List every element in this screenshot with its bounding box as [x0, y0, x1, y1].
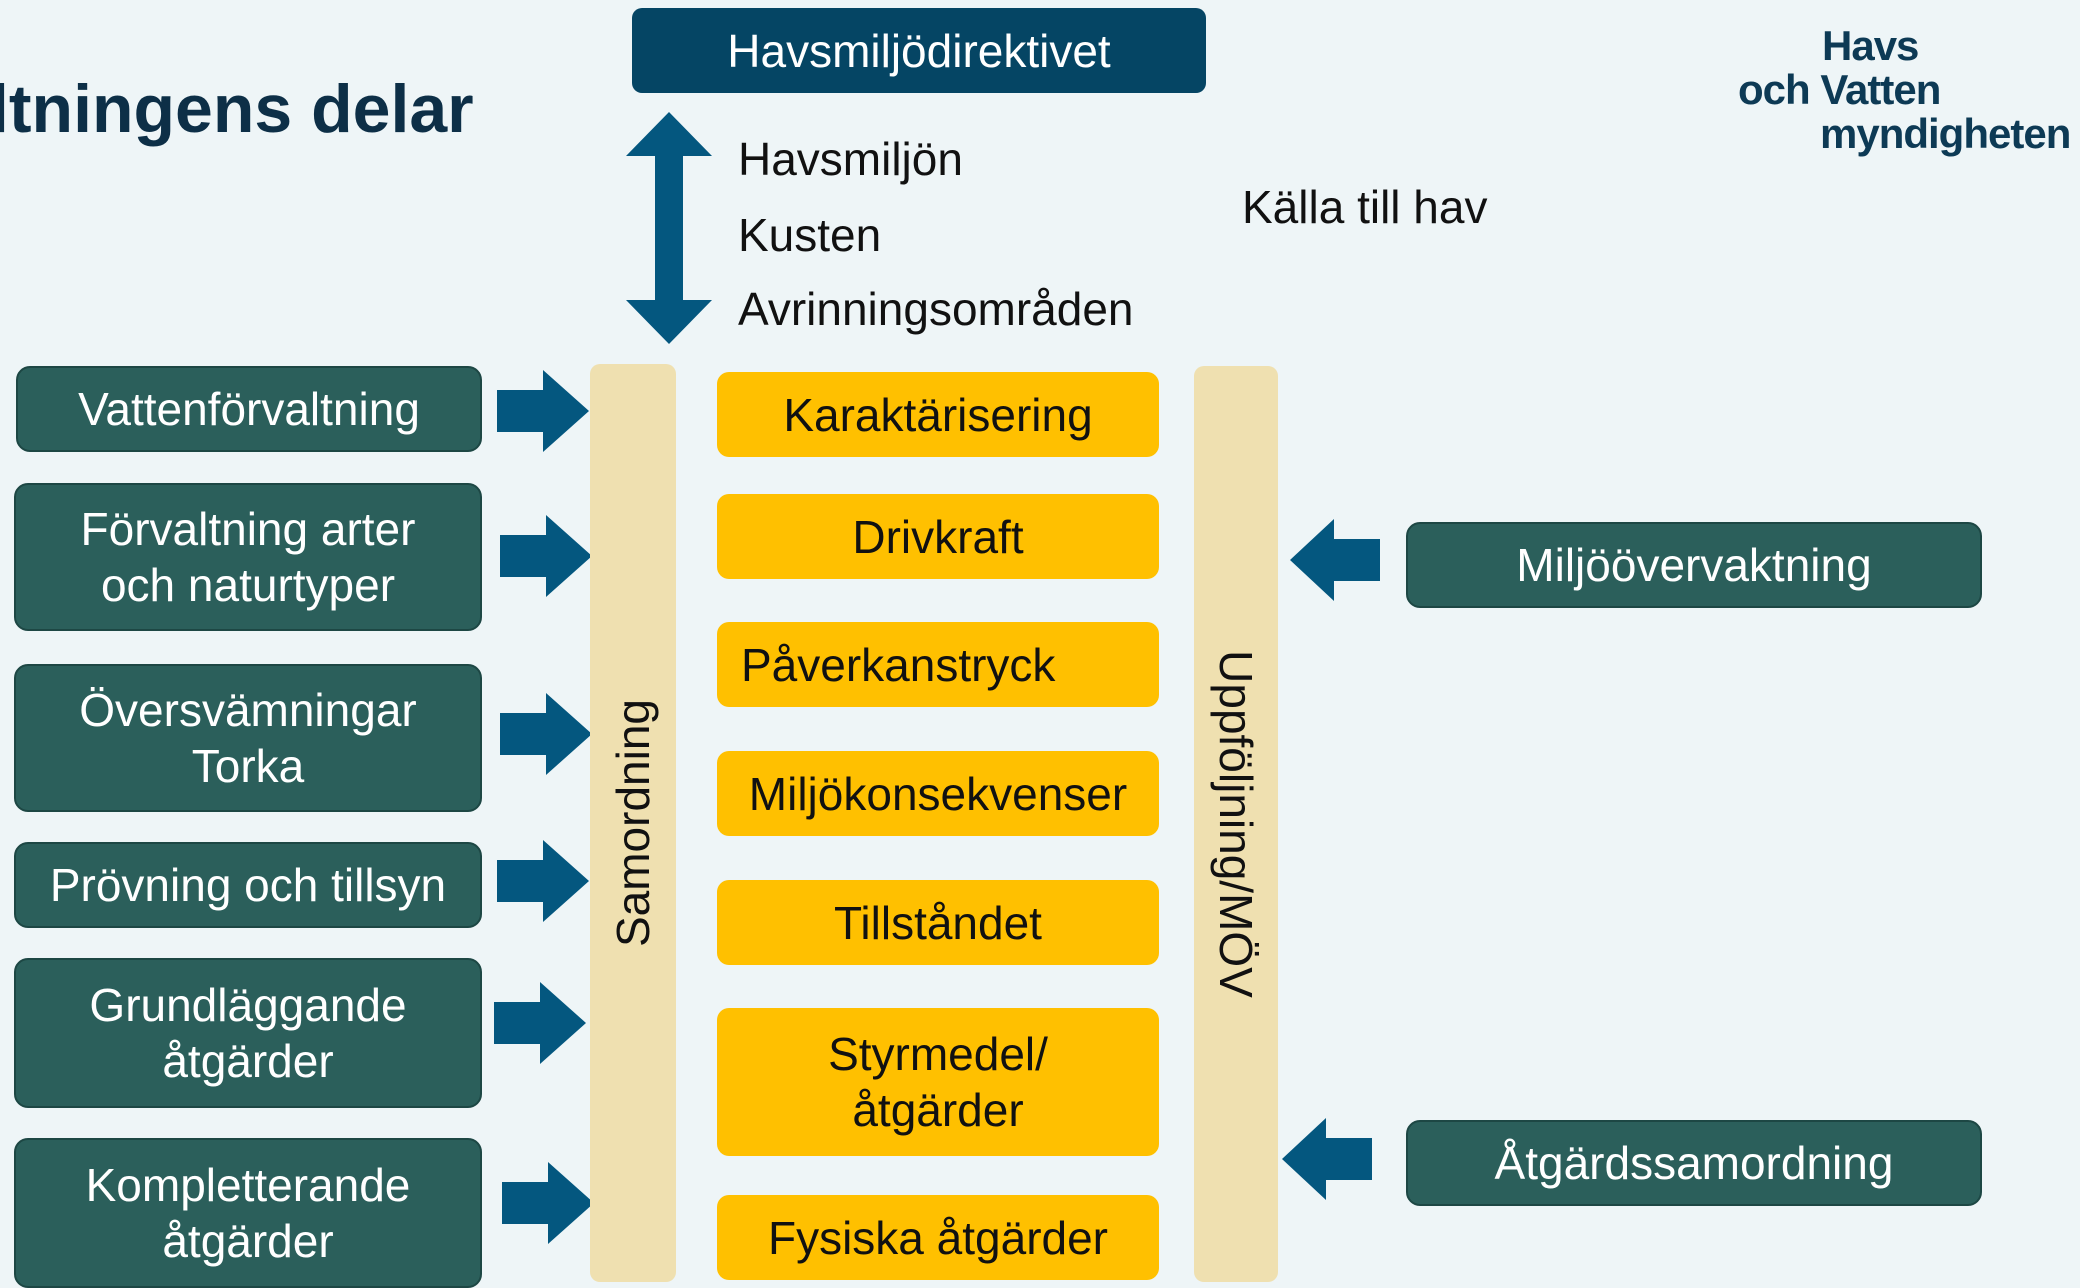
box-label-line-2: åtgärder — [162, 1035, 334, 1087]
right-arrow-icon — [494, 982, 586, 1064]
forvaltning-arter-box: Förvaltning arter och naturtyper — [14, 483, 482, 631]
scope-avrinningsomraden: Avrinningsområden — [738, 283, 1134, 335]
step-tillstandet: Tillståndet — [717, 880, 1159, 965]
logo-line-3: myndigheten — [1820, 110, 2071, 157]
scope-havsmiljon: Havsmiljön — [738, 133, 963, 185]
uppfoljning-mov-label: Uppföljning/MÖV — [1210, 650, 1262, 998]
box-label-line-2: och naturtyper — [100, 559, 396, 611]
step-label: Fysiska åtgärder — [767, 1211, 1108, 1264]
box-label: Prövning och tillsyn — [49, 859, 447, 911]
box-label-line-1: Översvämningar — [79, 684, 417, 736]
provning-och-tillsyn-box: Prövning och tillsyn — [14, 842, 482, 928]
right-arrow-icon — [500, 515, 592, 597]
right-arrow-icon — [502, 1162, 594, 1244]
step-karakterisering: Karaktärisering — [717, 372, 1159, 457]
miljoovervaktning-box: Miljöövervaktning — [1406, 522, 1982, 608]
step-label-line-1: Styrmedel/ — [828, 1028, 1048, 1080]
step-label: Påverkanstryck — [741, 638, 1056, 691]
step-styrmedel-atgarder: Styrmedel/ åtgärder — [717, 1008, 1159, 1156]
box-label: Vattenförvaltning — [78, 383, 420, 435]
step-paverkanstryck: Påverkanstryck — [717, 622, 1159, 707]
kompletterande-atgarder-box: Kompletterande åtgärder — [14, 1138, 482, 1288]
right-arrow-icon — [497, 840, 589, 922]
samordning-column: Samordning — [590, 364, 676, 1282]
oversvamningar-torka-box: Översvämningar Torka — [14, 664, 482, 812]
step-label: Drivkraft — [852, 510, 1024, 563]
uppfoljning-mov-column: Uppföljning/MÖV — [1194, 366, 1278, 1282]
step-fysiska-atgarder: Fysiska åtgärder — [717, 1195, 1159, 1280]
box-label: Miljöövervaktning — [1516, 539, 1872, 591]
step-drivkraft: Drivkraft — [717, 494, 1159, 579]
box-label-line-1: Grundläggande — [89, 979, 407, 1031]
step-label-line-2: åtgärder — [852, 1084, 1024, 1136]
step-label: Miljökonsekvenser — [748, 767, 1128, 820]
box-label: Åtgärdssamordning — [1494, 1137, 1894, 1189]
step-label: Karaktärisering — [783, 388, 1093, 441]
step-miljokonsekvenser: Miljökonsekvenser — [717, 751, 1159, 836]
box-label-line-1: Kompletterande — [85, 1159, 411, 1211]
right-arrow-icon — [500, 693, 592, 775]
right-arrow-icon — [497, 370, 589, 452]
atgardssamordning-box: Åtgärdssamordning — [1406, 1120, 1982, 1206]
logo-line-2: och Vatten — [1738, 66, 1941, 113]
left-arrow-icon — [1282, 1118, 1372, 1200]
havsmiljodirektivet-box: Havsmiljödirektivet — [632, 8, 1206, 93]
box-label-line-1: Förvaltning arter — [80, 503, 416, 555]
vattenforvaltning-box: Vattenförvaltning — [16, 366, 482, 452]
havs-och-vatten-logo: Havs och Vatten myndigheten — [1738, 22, 2071, 157]
grundlaggande-atgarder-box: Grundläggande åtgärder — [14, 958, 482, 1108]
scope-kusten: Kusten — [738, 209, 882, 261]
kalla-till-hav-label: Källa till hav — [1242, 181, 1488, 233]
logo-line-1: Havs — [1822, 22, 1919, 69]
box-label-line-2: Torka — [191, 740, 305, 792]
page-title: ltningens delar — [0, 71, 474, 147]
step-label: Tillståndet — [834, 896, 1042, 949]
double-vertical-arrow-icon — [626, 112, 712, 344]
left-arrow-icon — [1290, 519, 1380, 601]
samordning-label: Samordning — [607, 698, 659, 948]
box-label-line-2: åtgärder — [162, 1215, 334, 1267]
